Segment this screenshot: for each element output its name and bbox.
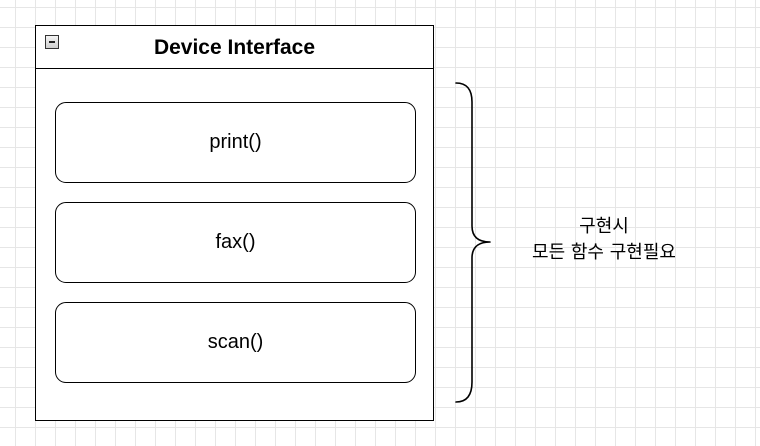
implementation-note[interactable]: 구현시 모든 함수 구현필요 bbox=[504, 214, 704, 266]
minus-icon bbox=[49, 41, 55, 43]
method-box-scan[interactable]: scan() bbox=[55, 302, 416, 383]
method-box-fax[interactable]: fax() bbox=[55, 202, 416, 283]
container-header: Device Interface bbox=[36, 26, 433, 69]
note-line: 구현시 bbox=[579, 216, 629, 237]
method-label: scan() bbox=[207, 331, 264, 353]
method-label: print() bbox=[209, 131, 262, 153]
curly-brace-icon[interactable] bbox=[450, 80, 500, 408]
container-title: Device Interface bbox=[153, 36, 316, 59]
method-label: fax() bbox=[215, 231, 256, 253]
method-box-print[interactable]: print() bbox=[55, 102, 416, 183]
interface-container[interactable]: Device Interface print() fax() scan() bbox=[35, 25, 434, 421]
note-line: 모든 함수 구현필요 bbox=[532, 242, 676, 263]
collapse-icon[interactable] bbox=[45, 35, 59, 49]
